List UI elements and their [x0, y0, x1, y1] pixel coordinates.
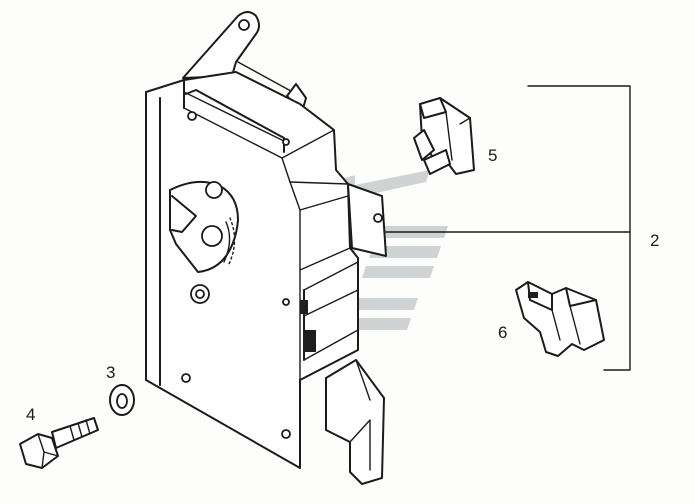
- latch-top-arm: [182, 11, 301, 97]
- callout-label-6: 6: [498, 323, 507, 342]
- callout-label-4: 4: [26, 405, 35, 424]
- callout-label-5: 5: [488, 146, 497, 165]
- part-6-clip: [515, 281, 605, 357]
- latch-release-lever: [325, 359, 385, 485]
- part-3-washer: [109, 384, 135, 416]
- callout-label-3: 3: [106, 363, 115, 382]
- latch-side-flange: [347, 183, 387, 257]
- callout-2-bracket: [383, 85, 631, 371]
- callout-label-2: 2: [650, 231, 659, 250]
- part-4-bolt: [19, 417, 99, 469]
- part-5-clip: [413, 97, 475, 175]
- door-latch-body: [145, 71, 359, 469]
